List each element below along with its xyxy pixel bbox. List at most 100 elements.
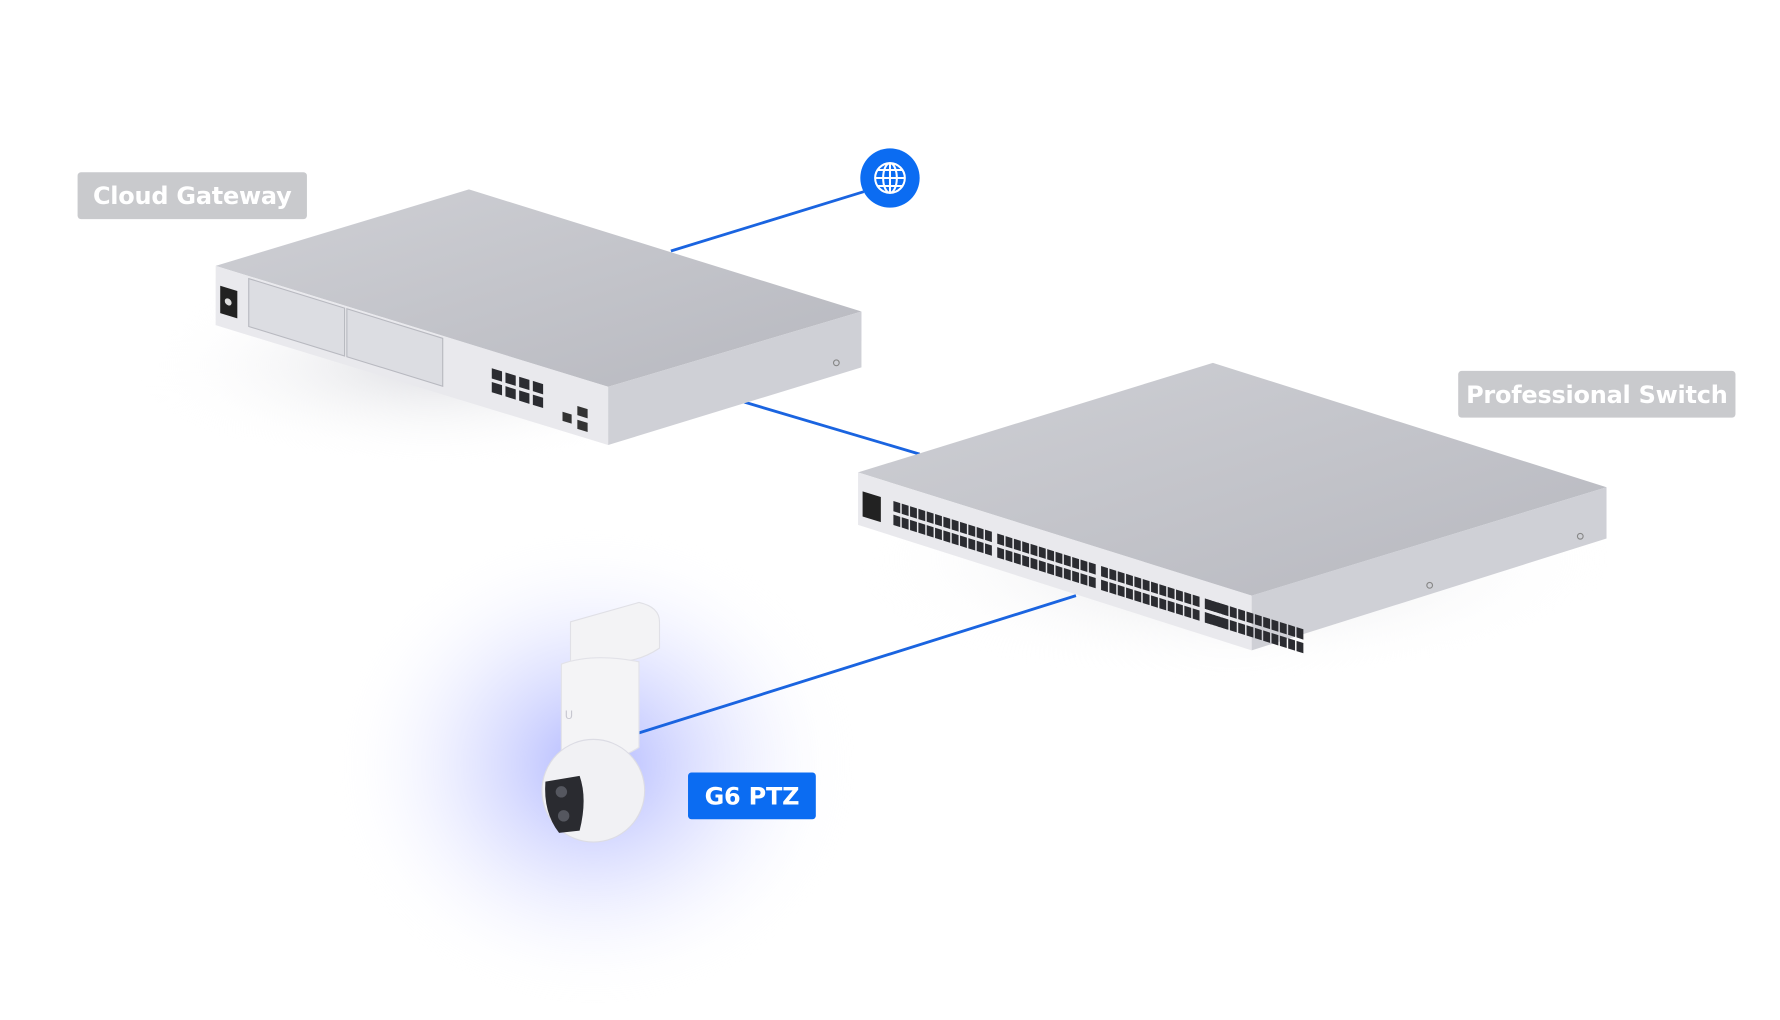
ethernet-port [976,540,984,554]
ethernet-port [1271,619,1279,632]
ethernet-port [1263,630,1271,643]
ethernet-port [951,519,959,532]
ethernet-port [985,529,992,543]
cloud-gateway-device[interactable] [215,189,862,445]
ethernet-port [1279,635,1287,649]
ethernet-port [505,372,516,386]
ethernet-port [926,511,934,524]
ethernet-port [1022,541,1030,554]
internet-node[interactable] [860,148,920,208]
ethernet-port [1126,573,1133,587]
ethernet-port [893,500,901,514]
ethernet-port [1072,570,1080,584]
ethernet-port [1072,556,1080,570]
ethernet-port [1142,592,1150,606]
ethernet-port [1047,549,1055,562]
ethernet-port [1101,579,1108,593]
ethernet-port [1063,554,1071,567]
ethernet-port [1109,568,1117,582]
svg-text:U: U [565,708,573,722]
ethernet-port [1117,584,1125,598]
ethernet-port [1047,562,1055,576]
ethernet-port [532,380,544,395]
ethernet-port [935,514,942,527]
ethernet-port [1263,616,1271,630]
ethernet-port [1246,625,1254,638]
ethernet-port [1184,605,1192,619]
ethernet-port [1192,594,1200,608]
ethernet-port [1296,640,1304,654]
ethernet-port [1238,622,1246,636]
ethernet-port [901,517,909,530]
ethernet-port [1088,562,1096,575]
ethernet-port [893,514,901,528]
ethernet-port [1134,590,1142,603]
ethernet-port [951,532,959,546]
ethernet-port [1184,592,1192,605]
ethernet-port [1217,616,1228,630]
ethernet-port [1013,552,1021,565]
ethernet-port [1055,565,1063,578]
link-gateway-switch [742,400,921,456]
ethernet-port [1296,627,1304,640]
ethernet-port [943,530,951,543]
ethernet-port [935,527,942,541]
ethernet-port [1176,603,1183,616]
ethernet-port [1167,600,1175,613]
gateway-ports [491,368,544,409]
ethernet-port [1117,571,1125,584]
ethernet-port [1126,587,1133,600]
ethernet-port [1176,589,1183,602]
ethernet-port [1030,557,1038,571]
ethernet-port [997,547,1005,560]
ethernet-port [943,516,951,530]
ethernet-port [1159,597,1167,611]
ethernet-port [997,533,1005,546]
ethernet-port [519,376,530,391]
ethernet-port [1088,575,1096,589]
ethernet-port [1246,611,1254,624]
ethernet-port [918,508,926,522]
ethernet-port [968,538,976,551]
ethernet-port [1038,560,1046,573]
ethernet-port [1151,595,1158,608]
ethernet-port [1109,582,1117,595]
ethernet-port [519,390,530,404]
ethernet-port [491,368,503,382]
ethernet-port [926,525,934,538]
ethernet-port [910,519,917,533]
professional-switch-device[interactable] [858,362,1607,655]
ethernet-port [1271,633,1279,646]
ethernet-port [1005,536,1013,549]
ethernet-port [1288,638,1296,651]
ethernet-port [1279,621,1287,635]
ethernet-port [1204,612,1216,626]
ethernet-port [985,543,992,556]
ethernet-port [1192,608,1200,621]
ethernet-port [532,394,544,409]
ethernet-port [1080,573,1088,586]
ethernet-port [1055,551,1063,565]
ethernet-port [1022,555,1030,568]
ethernet-port [1030,543,1038,557]
ethernet-port [1204,598,1216,612]
ethernet-port [1217,602,1228,616]
ethernet-port [968,524,976,537]
ethernet-port [960,521,967,535]
ethernet-port [1005,549,1013,563]
ethernet-port [505,386,516,400]
ethernet-port [1063,568,1071,581]
ethernet-port [918,522,926,535]
professional-switch-label: Professional Switch [1458,370,1736,418]
ethernet-port [1167,586,1175,600]
g6-ptz-label: G6 PTZ [688,772,816,820]
ethernet-port [1229,606,1237,619]
link-internet-gateway [670,190,865,253]
ethernet-port [1254,614,1262,627]
ethernet-port [1159,584,1167,597]
ethernet-port [976,527,984,540]
ethernet-port [1151,581,1158,595]
g6-ptz-camera[interactable]: U [541,601,661,843]
